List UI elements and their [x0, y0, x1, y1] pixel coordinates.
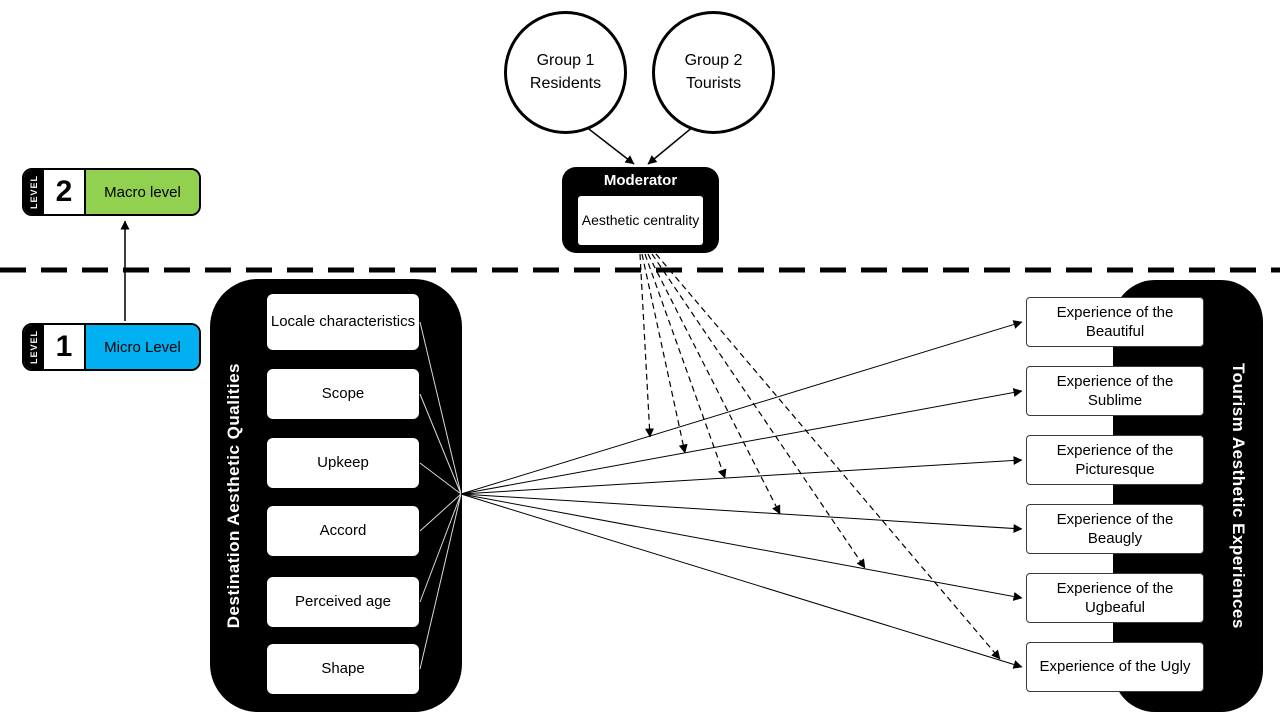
level1-tag-text: LEVEL [29, 329, 39, 364]
moderator-title: Moderator [603, 172, 678, 189]
group2-label-line1: Group 2 [684, 52, 743, 70]
micro-level-label: Micro Level [86, 325, 199, 369]
macro-level-label: Macro level [86, 170, 199, 214]
macro-level-block: LEVEL 2 Macro level [22, 168, 201, 216]
quality-box-shape: Shape [267, 644, 419, 694]
quality-converge-lines [419, 321, 462, 670]
tourism-panel-title: Tourism Aesthetic Experiences [1229, 363, 1248, 629]
experience-box-ugbeaful: Experience of the Ugbeaful [1026, 573, 1204, 623]
group1-label-line1: Group 1 [536, 52, 595, 70]
aesthetic-centrality-box: Aesthetic centrality [578, 196, 703, 245]
tourism-experiences-panel [1113, 280, 1263, 712]
group1-circle: Group 1 Residents [504, 11, 627, 134]
destination-panel-title: Destination Aesthetic Qualities [224, 362, 243, 629]
micro-level-block: LEVEL 1 Micro Level [22, 323, 201, 371]
quality-box-accord: Accord [267, 506, 419, 556]
experience-box-beautiful: Experience of the Beautiful [1026, 297, 1204, 347]
experience-box-sublime: Experience of the Sublime [1026, 366, 1204, 416]
experience-box-ugly: Experience of the Ugly [1026, 642, 1204, 692]
quality-box-upkeep: Upkeep [267, 438, 419, 488]
experience-box-beaugly: Experience of the Beaugly [1026, 504, 1204, 554]
level2-tag-text: LEVEL [29, 174, 39, 209]
quality-box-perceived-age: Perceived age [267, 577, 419, 627]
moderation-arrows [639, 253, 1001, 660]
effect-arrows [460, 320, 1023, 669]
destination-qualities-panel [210, 279, 462, 712]
quality-box-locale-characteristics: Locale characteristics [267, 294, 419, 350]
level2-tag: LEVEL [24, 170, 44, 214]
moderator-box: Moderator Aesthetic centrality [562, 167, 719, 253]
level1-tag: LEVEL [24, 325, 44, 369]
group2-circle: Group 2 Tourists [652, 11, 775, 134]
level1-number: 1 [44, 325, 86, 369]
quality-box-scope: Scope [267, 369, 419, 419]
group2-label-line2: Tourists [685, 74, 742, 92]
group-arrows [584, 125, 695, 165]
level2-number: 2 [44, 170, 86, 214]
experience-box-picturesque: Experience of the Picturesque [1026, 435, 1204, 485]
group1-label-line2: Residents [529, 74, 602, 92]
